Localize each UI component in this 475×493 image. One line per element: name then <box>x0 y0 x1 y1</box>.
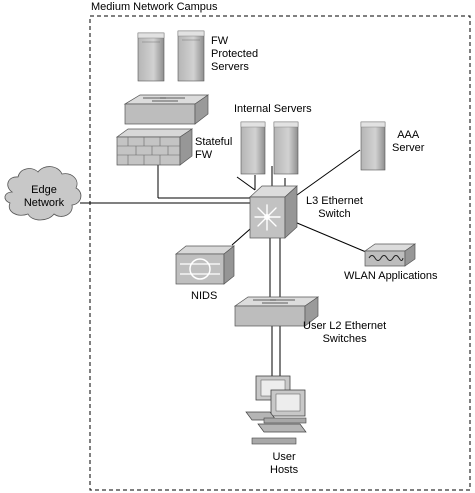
campus-boundary <box>89 15 471 491</box>
firewall-icon <box>115 128 194 166</box>
label-line: Server <box>392 142 425 154</box>
nids-label: NIDS <box>191 290 218 302</box>
label-line: User L2 Ethernet <box>303 320 387 332</box>
label-line: FW <box>211 35 229 47</box>
l3-switch-icon <box>249 185 298 239</box>
label-line: User <box>272 451 296 463</box>
workstation-icon <box>245 375 307 445</box>
campus-label: Medium Network Campus <box>91 1 218 13</box>
user-hosts-label: User Hosts <box>270 451 298 477</box>
label-line: Edge <box>31 184 57 196</box>
wlan-applications-label: WLAN Applications <box>344 270 438 282</box>
access-switch-icon <box>123 94 210 125</box>
label-line: L3 Ethernet <box>306 195 363 207</box>
l2-switch-icon <box>233 296 320 327</box>
edge-network-label: Edge Network <box>20 184 68 210</box>
aaa-server-icon <box>360 121 386 171</box>
internal-servers-label: Internal Servers <box>234 103 312 115</box>
fw-server-icon <box>137 32 165 82</box>
label-line: Protected <box>211 48 259 60</box>
label-line: Servers <box>211 61 249 73</box>
aaa-server-label: AAA Server <box>392 129 424 155</box>
internal-server-icon <box>273 121 299 175</box>
fw-protected-servers-label: FW Protected Servers <box>211 35 258 74</box>
nids-icon <box>175 245 235 285</box>
label-line: Hosts <box>270 464 299 476</box>
fw-server-icon <box>177 30 205 82</box>
label-line: Switch <box>318 208 351 220</box>
wlan-access-point-icon <box>363 243 417 267</box>
l3-switch-label: L3 Ethernet Switch <box>306 195 363 221</box>
label-line: Switches <box>322 333 367 345</box>
label-line: Network <box>23 197 65 209</box>
stateful-fw-label: Stateful FW <box>195 136 232 162</box>
user-l2-switches-label: User L2 Ethernet Switches <box>303 320 386 346</box>
label-line: FW <box>195 149 213 161</box>
internal-server-icon <box>240 121 266 175</box>
label-line: Stateful <box>195 136 233 148</box>
cloud-icon <box>4 166 82 221</box>
connection-lines <box>80 149 367 376</box>
label-line: AAA <box>397 129 420 141</box>
